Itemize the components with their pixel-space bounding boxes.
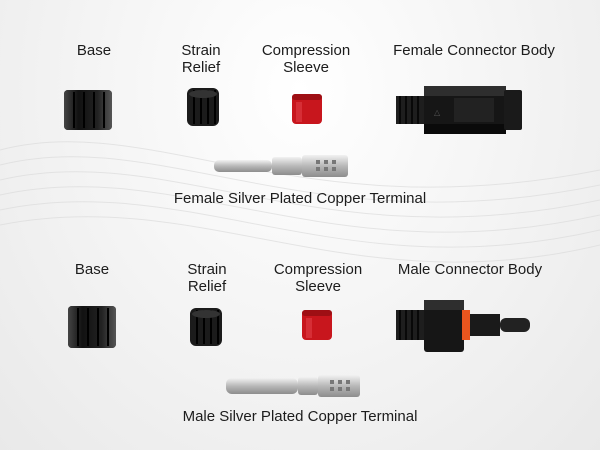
female-terminal-image bbox=[214, 155, 348, 177]
male-connector-body-label: Male Connector Body bbox=[397, 261, 543, 278]
male-compression-sleeve-label: Compression Sleeve bbox=[273, 261, 363, 295]
male-terminal-label: Male Silver Plated Copper Terminal bbox=[182, 408, 418, 425]
male-base-image bbox=[68, 306, 116, 348]
female-connector-body-label: Female Connector Body bbox=[393, 42, 555, 59]
female-terminal-label: Female Silver Plated Copper Terminal bbox=[173, 190, 427, 207]
female-base-label: Base bbox=[76, 42, 112, 59]
male-strain-relief-image bbox=[190, 308, 222, 346]
female-strain-relief-label: Strain Relief bbox=[181, 42, 221, 76]
male-terminal-image bbox=[226, 375, 360, 397]
female-compression-sleeve-image bbox=[292, 94, 322, 124]
female-compression-sleeve-label: Compression Sleeve bbox=[261, 42, 351, 76]
female-connector-body-image: △ bbox=[396, 86, 522, 134]
male-compression-sleeve-image bbox=[302, 310, 332, 340]
male-base-label: Base bbox=[74, 261, 110, 278]
female-strain-relief-image bbox=[187, 88, 219, 126]
female-base-image bbox=[64, 90, 112, 130]
male-strain-relief-label: Strain Relief bbox=[187, 261, 227, 295]
male-connector-body-image bbox=[396, 300, 530, 352]
svg-text:△: △ bbox=[434, 108, 441, 117]
